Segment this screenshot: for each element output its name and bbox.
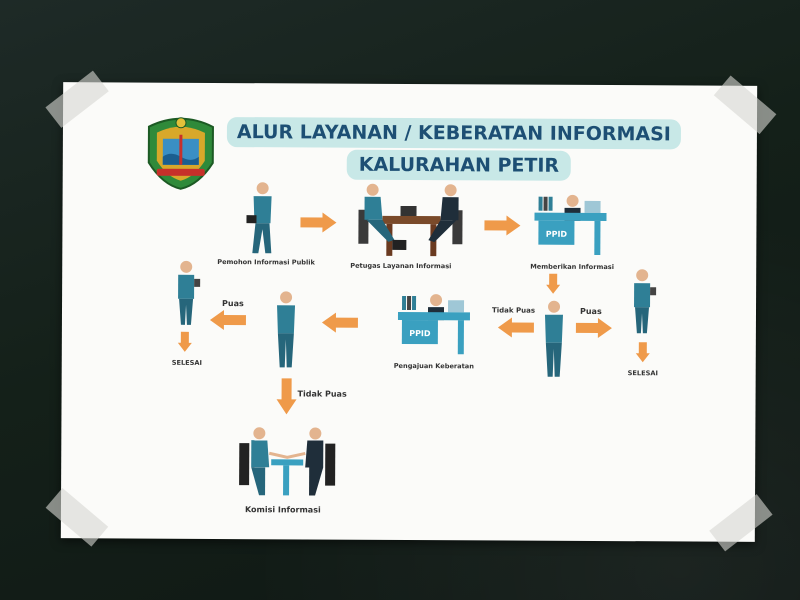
- arrow-icon: [497, 317, 534, 338]
- person-icon: [634, 269, 657, 334]
- tape-strip: [713, 75, 777, 135]
- tape-strip: [709, 494, 773, 552]
- tape-strip: [45, 70, 109, 128]
- tape-strip: [45, 487, 109, 547]
- ppid-desk-icon: PPID: [397, 294, 470, 355]
- tidak-puas-down-label: Tidak Puas: [297, 389, 347, 399]
- poster: ALUR LAYANAN / KEBERATAN INFORMASI KALUR…: [45, 70, 777, 552]
- arrow-icon: [546, 273, 561, 294]
- page-subtitle: KALURAHAN PETIR: [346, 149, 572, 181]
- person-icon: [544, 300, 563, 377]
- caption-komisi: Komisi Informasi: [244, 505, 321, 515]
- tidak-puas-right-label: Tidak Puas: [491, 306, 536, 315]
- person-icon: [277, 291, 296, 368]
- arrow-icon: [300, 212, 337, 233]
- person-icon: [246, 182, 272, 254]
- meeting-icon: [358, 183, 463, 257]
- ppid-label: PPID: [546, 230, 568, 239]
- puas-left-label: Puas: [222, 299, 244, 309]
- ppid-desk-icon: PPID: [534, 194, 607, 256]
- page-title: ALUR LAYANAN / KEBERATAN INFORMASI: [226, 117, 681, 150]
- ppid-label: PPID: [409, 329, 431, 338]
- arrow-icon: [177, 331, 192, 352]
- caption-selesai-right: SELESAI: [627, 369, 658, 378]
- caption-pengajuan: Pengajuan Keberatan: [393, 361, 474, 371]
- arrow-icon: [321, 312, 358, 333]
- person-icon: [178, 260, 201, 325]
- puas-right-label: Puas: [579, 306, 602, 317]
- caption-memberikan: Memberikan Informasi: [530, 262, 615, 272]
- arrow-icon: [635, 342, 650, 363]
- caption-selesai-left: SELESAI: [171, 358, 203, 367]
- caption-pemohon: Pemohon Informasi Publik: [217, 257, 315, 267]
- arrow-icon: [276, 378, 297, 415]
- crest-logo: [147, 117, 214, 190]
- arrow-icon: [575, 317, 612, 338]
- meeting-icon: [239, 427, 336, 496]
- arrow-icon: [484, 215, 521, 236]
- arrow-icon: [209, 310, 246, 331]
- caption-petugas: Petugas Layanan Informasi: [350, 261, 452, 271]
